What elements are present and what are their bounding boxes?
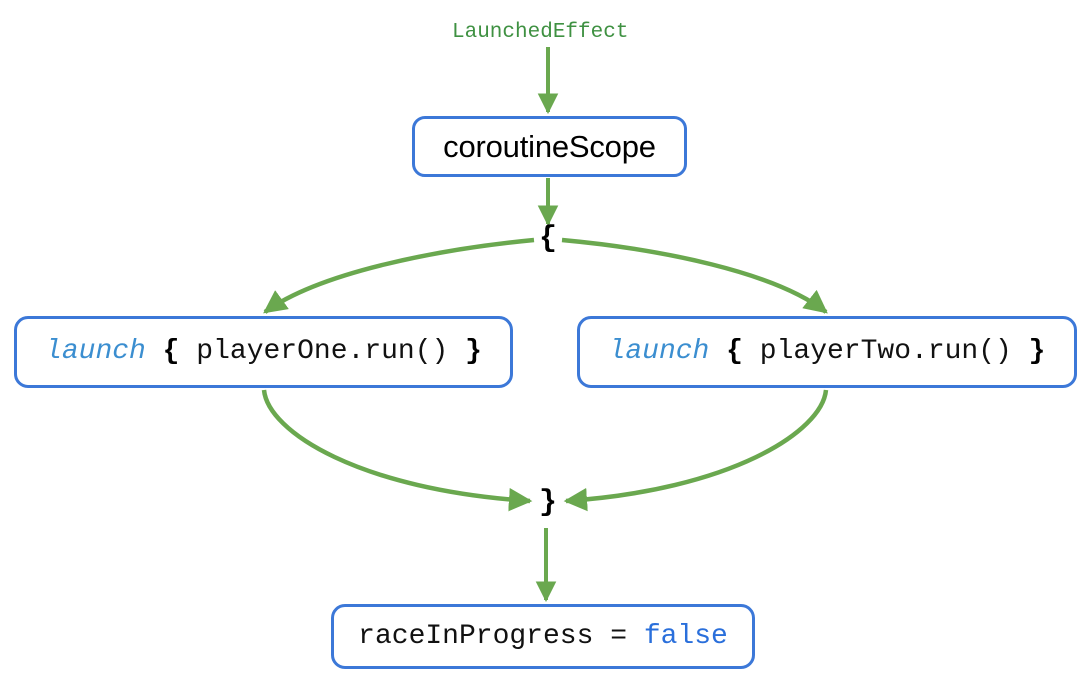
space-1 [709,336,726,367]
node-launch-player-one[interactable]: launch { playerOne.run() } [14,316,513,388]
space-1 [146,336,163,367]
race-flag-value: false [643,620,728,652]
launch-one-open-brace: { [162,336,180,367]
edge-launch-one-to-close-brace [261,389,533,512]
open-brace-label: { [539,222,558,256]
launch-one-code: launch { playerOne.run() } [45,338,482,366]
edge-open-brace-to-launch-one [263,237,535,314]
race-flag-code: raceInProgress = false [358,620,728,652]
node-coroutine-scope[interactable]: coroutineScope [412,116,687,177]
launch-two-code: launch { playerTwo.run() } [609,338,1046,366]
launch-two-body: playerTwo.run() [759,336,1012,367]
launch-keyword: launch [45,336,146,367]
node-race-in-progress[interactable]: raceInProgress = false [331,604,755,669]
launch-two-close-brace: } [1028,336,1046,367]
space-2 [179,336,196,367]
space-3 [1012,336,1029,367]
node-launch-player-two[interactable]: launch { playerTwo.run() } [577,316,1077,388]
launch-two-open-brace: { [726,336,743,367]
space-3 [448,336,465,367]
close-brace-label: } [539,486,558,520]
edge-open-brace-to-launch-two [561,237,828,314]
launch-keyword: launch [608,336,710,367]
launch-one-close-brace: } [465,336,482,367]
edge-launch-two-to-close-brace [563,389,829,512]
launch-one-body: playerOne.run() [196,336,449,367]
launched-effect-label: LaunchedEffect [452,21,629,44]
node-coroutine-scope-label: coroutineScope [443,129,656,164]
race-flag-assignment: raceInProgress = [358,620,644,652]
space-2 [743,336,760,367]
